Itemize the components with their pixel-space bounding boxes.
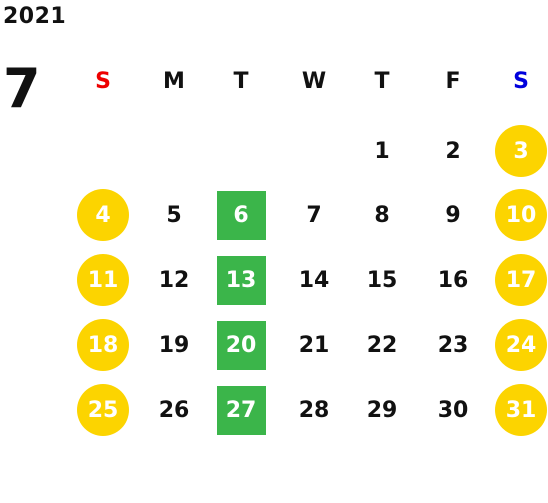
day-number: 18: [87, 332, 119, 358]
day-cell: 28: [284, 380, 344, 440]
day-number: 14: [298, 267, 330, 293]
day-cell: 16: [423, 250, 483, 310]
day-number: 1: [374, 138, 390, 164]
weekday-header: S: [513, 68, 529, 94]
weekday-header: S: [95, 68, 111, 94]
day-number: 20: [225, 332, 257, 358]
day-cell: 14: [284, 250, 344, 310]
day-number: 5: [166, 202, 182, 228]
weekend-day-cell: 3: [491, 121, 548, 181]
weekend-day-cell: 31: [491, 380, 548, 440]
day-number: 11: [87, 267, 119, 293]
weekend-day-cell: 10: [491, 185, 548, 245]
day-cell: 7: [284, 185, 344, 245]
weekend-day-cell: 17: [491, 250, 548, 310]
day-cell: 2: [423, 121, 483, 181]
day-cell: 22: [352, 315, 412, 375]
day-number: 31: [505, 397, 537, 423]
day-number: 12: [158, 267, 190, 293]
day-cell: 26: [144, 380, 204, 440]
highlighted-day-cell: 27: [211, 380, 271, 440]
day-number: 17: [505, 267, 537, 293]
day-number: 29: [366, 397, 398, 423]
day-number: 27: [225, 397, 257, 423]
day-number: 9: [445, 202, 461, 228]
weekday-header: T: [374, 68, 390, 94]
day-cell: 5: [144, 185, 204, 245]
day-number: 3: [513, 138, 529, 164]
highlighted-day-cell: 20: [211, 315, 271, 375]
day-number: 22: [366, 332, 398, 358]
day-number: 6: [233, 202, 249, 228]
day-cell: 12: [144, 250, 204, 310]
day-number: 21: [298, 332, 330, 358]
day-cell: 30: [423, 380, 483, 440]
day-cell: 23: [423, 315, 483, 375]
day-number: 26: [158, 397, 190, 423]
day-number: 30: [437, 397, 469, 423]
day-number: 13: [225, 267, 257, 293]
day-cell: 8: [352, 185, 412, 245]
day-cell: 1: [352, 121, 412, 181]
day-number: 24: [505, 332, 537, 358]
weekend-day-cell: 18: [73, 315, 133, 375]
highlighted-day-cell: 6: [211, 185, 271, 245]
month-number: 7: [3, 57, 41, 120]
weekend-day-cell: 11: [73, 250, 133, 310]
day-cell: 21: [284, 315, 344, 375]
weekend-day-cell: 25: [73, 380, 133, 440]
year-label: 2021: [3, 4, 67, 29]
weekend-day-cell: 4: [73, 185, 133, 245]
day-number: 8: [374, 202, 390, 228]
weekend-day-cell: 24: [491, 315, 548, 375]
weekday-header: F: [445, 68, 461, 94]
weekday-header: M: [163, 68, 185, 94]
day-number: 2: [445, 138, 461, 164]
day-number: 16: [437, 267, 469, 293]
day-number: 23: [437, 332, 469, 358]
day-cell: 19: [144, 315, 204, 375]
day-number: 7: [306, 202, 322, 228]
day-cell: 15: [352, 250, 412, 310]
day-number: 19: [158, 332, 190, 358]
day-number: 10: [505, 202, 537, 228]
day-number: 28: [298, 397, 330, 423]
day-cell: 29: [352, 380, 412, 440]
day-number: 4: [95, 202, 111, 228]
highlighted-day-cell: 13: [211, 250, 271, 310]
weekday-header: T: [233, 68, 249, 94]
weekday-header: W: [301, 68, 327, 94]
day-number: 15: [366, 267, 398, 293]
day-number: 25: [87, 397, 119, 423]
day-cell: 9: [423, 185, 483, 245]
